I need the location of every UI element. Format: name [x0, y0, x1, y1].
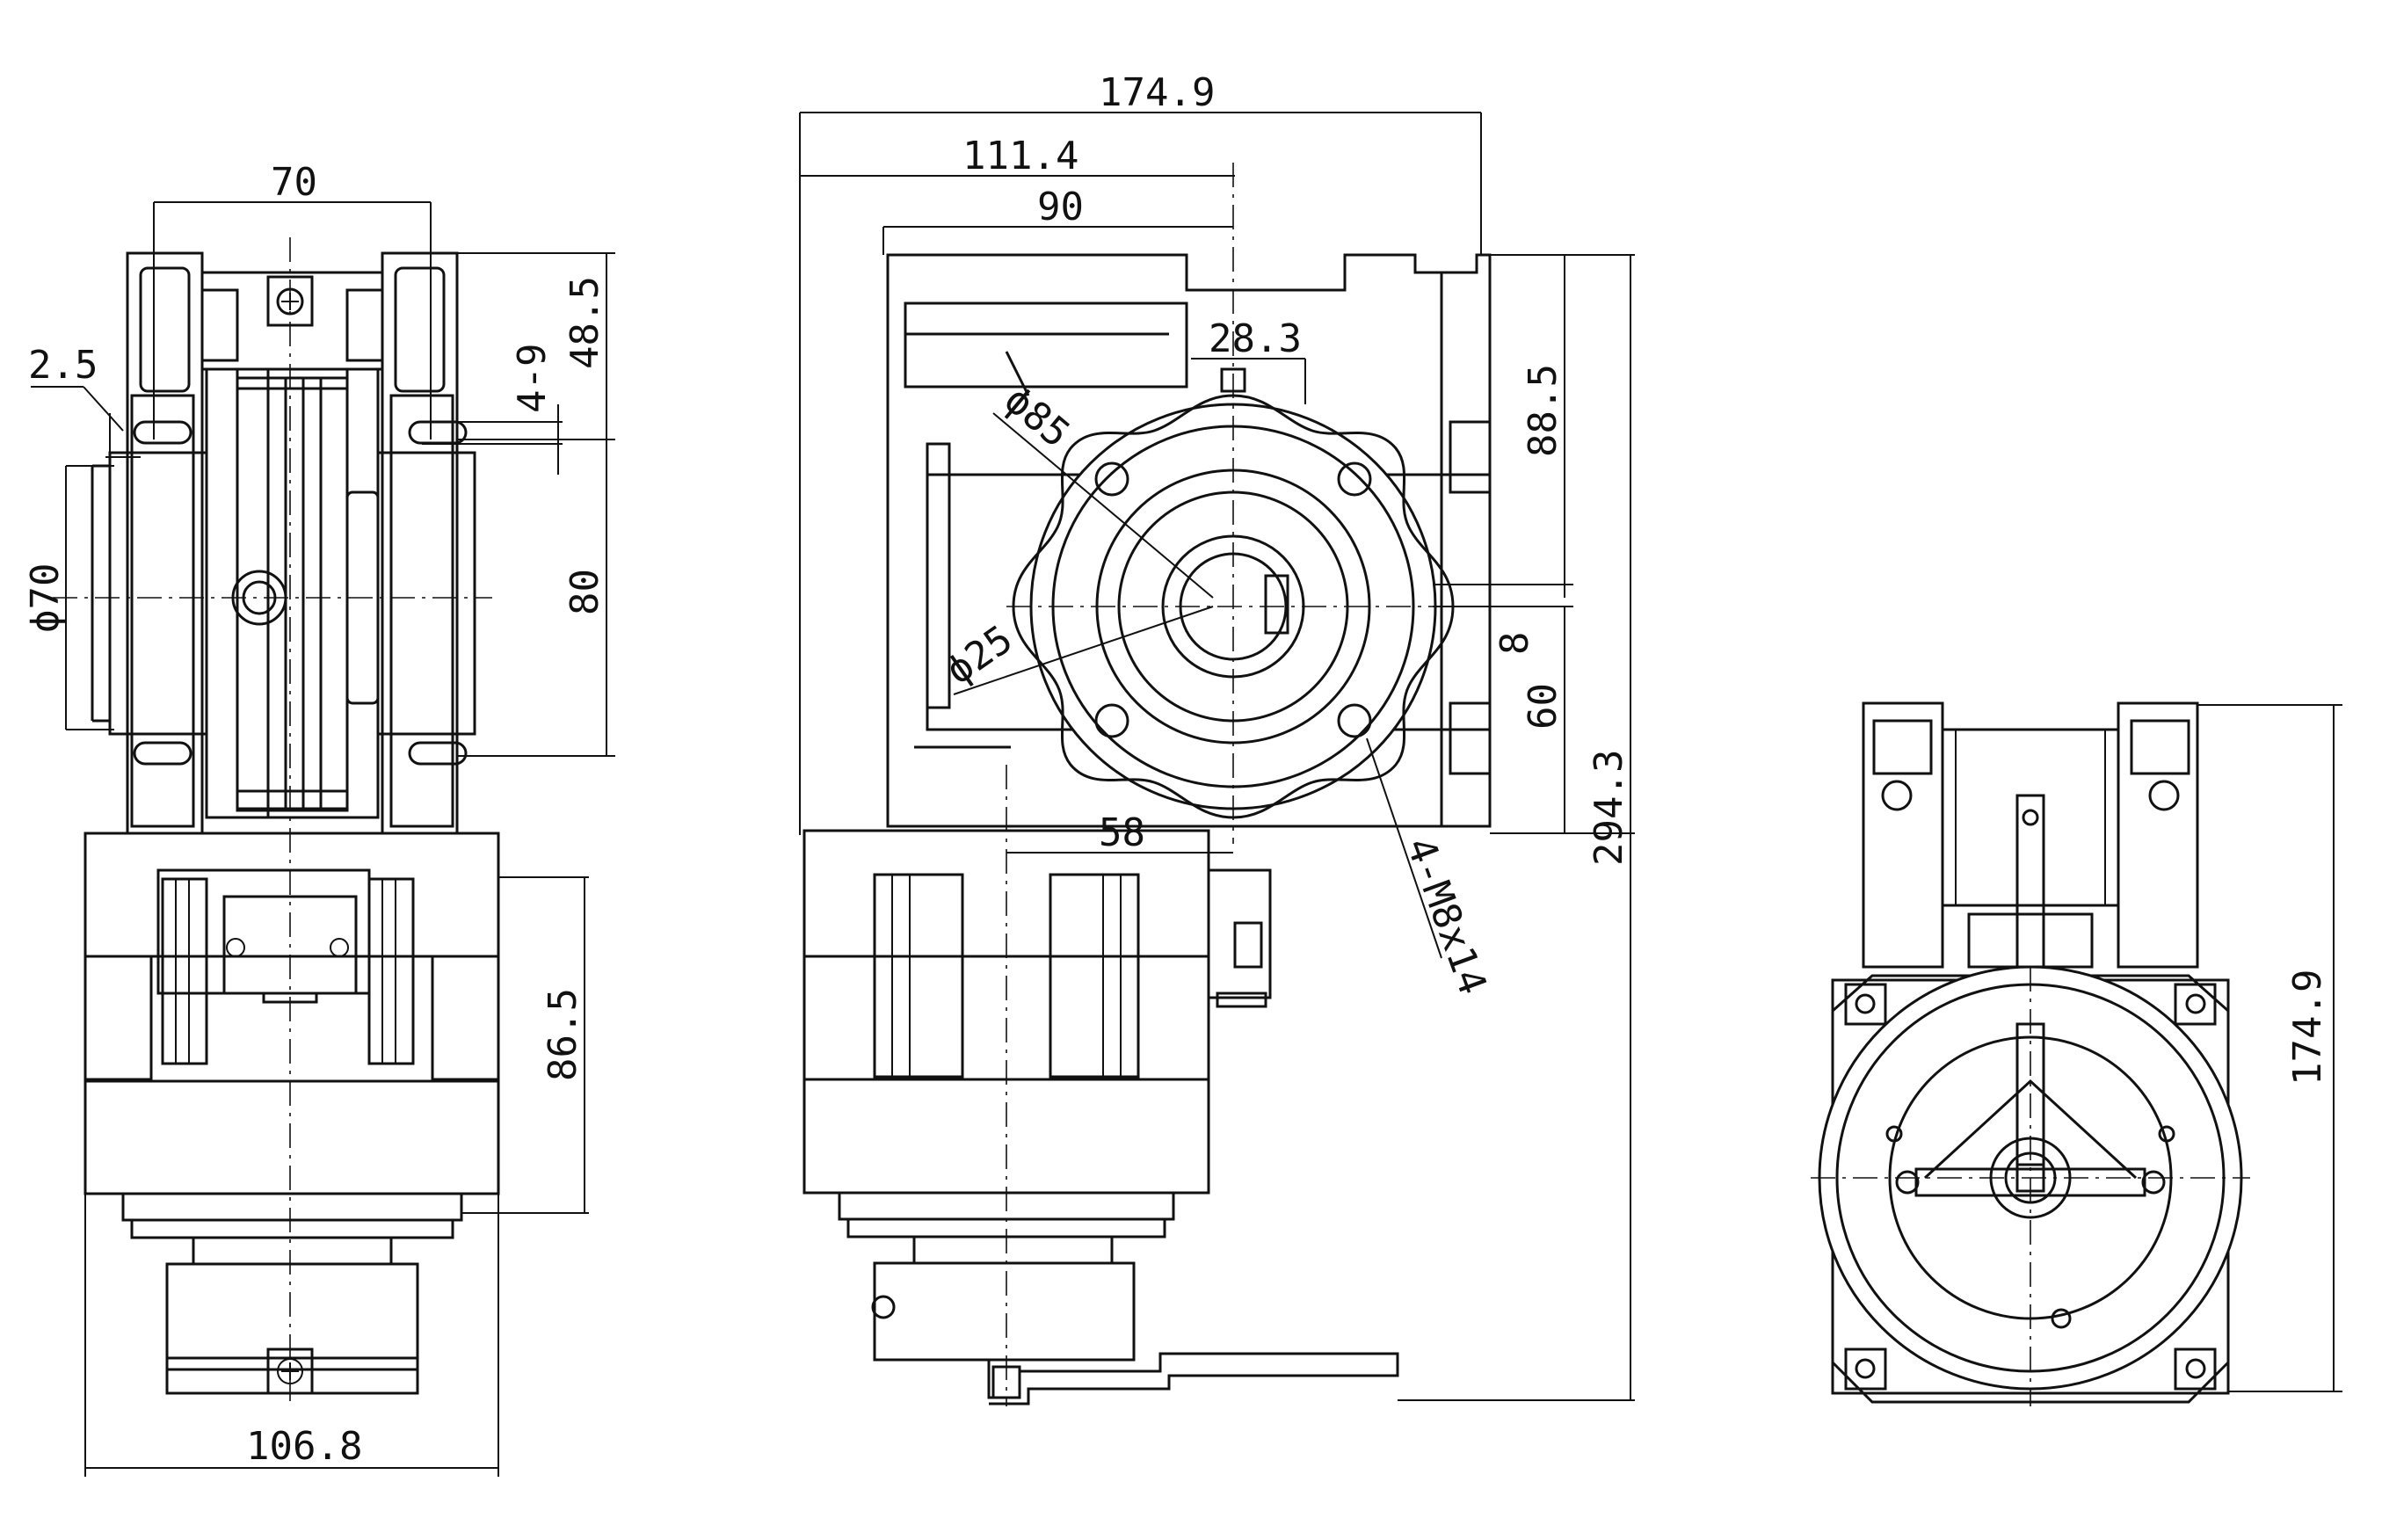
left-motor	[84, 832, 500, 1395]
dim-left-slot: 4-9	[510, 344, 555, 413]
dim-center-width-to-axis: 111.4	[962, 134, 1078, 178]
dim-center-overall-height: 294.3	[1587, 750, 1631, 866]
left-gearbox-housing	[91, 251, 476, 835]
dim-left-motor-width: 106.8	[246, 1424, 362, 1469]
dim-center-key-offset: 28.3	[1209, 316, 1302, 361]
left-view: 70 2.5 ϕ70 4-9 48.5 80 86.5 106.8	[23, 160, 615, 1477]
dim-left-width-top: 70	[271, 160, 317, 205]
dim-left-motor-height: 86.5	[541, 988, 585, 1081]
dim-left-flange-offset: 2.5	[28, 343, 98, 388]
center-dimensions	[799, 112, 1635, 1401]
left-dimensions	[31, 201, 615, 1477]
dim-center-bolt-pattern: 4-M8x14	[1398, 832, 1495, 1000]
dim-center-pitch-circle: ϕ85	[996, 377, 1078, 456]
dim-left-height-mid: 80	[563, 569, 607, 615]
dim-center-base-offset: 58	[1099, 810, 1145, 855]
center-view: 174.9 111.4 90 28.3 ϕ85 ϕ25 88.5 8 60 58…	[799, 70, 1635, 1406]
right-dimensions	[2197, 704, 2342, 1392]
dim-center-axis-height-upper: 88.5	[1521, 364, 1565, 457]
dim-left-flange-dia: ϕ70	[23, 563, 68, 633]
right-view: 174.9	[1811, 701, 2342, 1406]
center-gearbox-housing	[886, 253, 1492, 828]
dim-center-housing-width: 90	[1037, 185, 1084, 229]
dim-center-key-width: 8	[1492, 632, 1537, 656]
dim-center-axis-height-lower: 60	[1521, 683, 1565, 730]
center-motor	[802, 829, 1399, 1406]
dim-left-height-upper: 48.5	[563, 276, 607, 369]
dim-right-overall-height: 174.9	[2285, 970, 2330, 1086]
dim-center-overall-width: 174.9	[1099, 70, 1215, 115]
